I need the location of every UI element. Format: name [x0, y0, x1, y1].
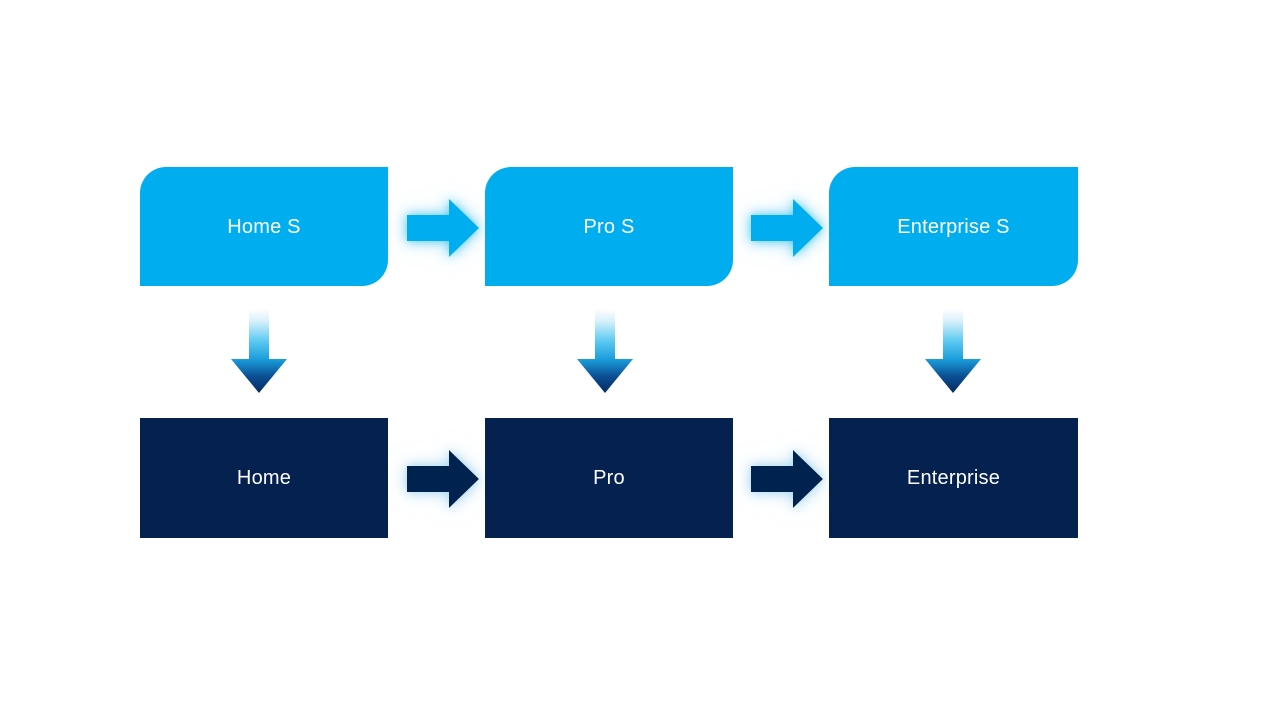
arrow-right-icon-home-to-pro[interactable] — [407, 450, 479, 508]
arrow-right-icon-home-s-to-pro-s[interactable] — [407, 199, 479, 257]
vertical-connectors — [231, 309, 981, 393]
arrow-right-icon-pro-to-enterprise[interactable] — [751, 450, 823, 508]
arrow-down-icon-enterprise-s-to-enterprise[interactable] — [925, 309, 981, 393]
node-enterprise-s[interactable]: Enterprise S — [829, 167, 1078, 286]
arrow-right-icon-pro-s-to-enterprise-s[interactable] — [751, 199, 823, 257]
node-label-home: Home — [236, 467, 292, 489]
node-home-s[interactable]: Home S — [140, 167, 388, 286]
node-pro-s[interactable]: Pro S — [485, 167, 733, 286]
node-label-enterprise: Enterprise — [906, 467, 1001, 489]
node-label-home-s: Home S — [227, 215, 301, 238]
node-home[interactable]: Home — [140, 418, 388, 538]
node-pro[interactable]: Pro — [485, 418, 733, 538]
node-enterprise[interactable]: Enterprise — [829, 418, 1078, 538]
node-label-enterprise-s: Enterprise S — [897, 215, 1010, 238]
node-label-pro-s: Pro S — [583, 215, 635, 238]
arrow-down-icon-home-s-to-home[interactable] — [231, 309, 287, 393]
node-label-pro: Pro — [593, 467, 625, 489]
arrow-down-icon-pro-s-to-pro[interactable] — [577, 309, 633, 393]
